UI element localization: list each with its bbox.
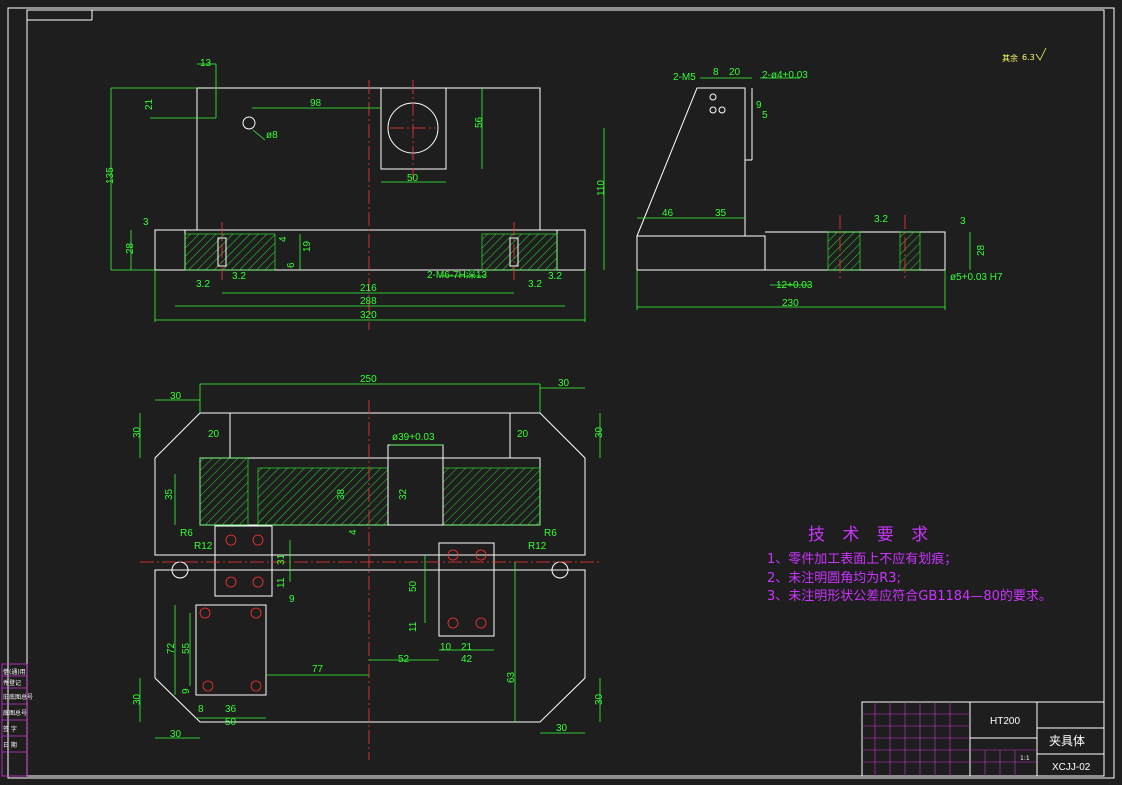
- ra-4: 3.2: [548, 271, 562, 282]
- top-dim-30h: 30: [594, 693, 605, 705]
- tech-item-3: 3、未注明形状公差应符合GB1184—80的要求。: [767, 588, 1052, 604]
- dim-98: 98: [310, 98, 322, 109]
- strip-label-4: 底图总号: [3, 709, 27, 717]
- top-dim-30g: 30: [132, 693, 143, 705]
- dim-4: 4: [278, 236, 289, 242]
- drawing-frame: [7, 7, 1115, 779]
- roughness-value: 6.3: [1022, 53, 1035, 62]
- title-block: HT200 夹具体 XCJJ-02 1:1: [861, 701, 1105, 777]
- top-dim-4: 4: [348, 529, 359, 535]
- top-dim-55: 55: [181, 642, 192, 654]
- top-dim-11b: 11: [408, 621, 419, 632]
- material: HT200: [990, 716, 1020, 727]
- side-dim-5: 5: [762, 110, 768, 121]
- strip-label-2: 件登记: [3, 679, 21, 687]
- ra-2: 3.2: [232, 271, 246, 282]
- top-dim-30b: 30: [558, 378, 570, 389]
- top-dim-30c: 30: [132, 426, 143, 438]
- top-dim-r12b: R12: [528, 541, 547, 552]
- dim-320: 320: [360, 310, 377, 321]
- left-record-strip: 借(通)用 件登记 旧底图总号 底图总号 签 字 日 期: [1, 663, 33, 777]
- top-dim-11: 11: [276, 577, 287, 588]
- side-dim-230: 230: [782, 298, 799, 309]
- top-dim-77: 77: [312, 664, 324, 675]
- dim-thread: 2-M6-7H深13: [427, 269, 487, 281]
- roughness-label: 其余: [1002, 53, 1018, 63]
- top-dim-31: 31: [276, 553, 287, 565]
- dim-135: 135: [105, 167, 116, 184]
- side-dim-20: 20: [729, 67, 741, 78]
- dim-288: 288: [360, 296, 377, 307]
- top-dim-50: 50: [408, 580, 419, 592]
- side-dim-3: 3: [960, 216, 966, 227]
- top-dim-36: 36: [225, 704, 237, 715]
- strip-label-3: 旧底图总号: [3, 693, 33, 701]
- top-dim-35: 35: [164, 488, 175, 500]
- dim-13: 13: [200, 58, 212, 69]
- top-view: 250 30 30 30 30 20 20 ø39+0.03 35 38 32 …: [132, 374, 605, 760]
- top-dim-30f: 30: [556, 723, 568, 734]
- tech-item-2: 2、未注明圆角均为R3;: [767, 571, 901, 586]
- strip-label-6: 日 期: [3, 741, 17, 749]
- part-name: 夹具体: [1049, 734, 1085, 748]
- side-dim-m5: 2-M5: [673, 72, 696, 83]
- side-dim-28: 28: [976, 244, 987, 256]
- top-dim-72: 72: [166, 642, 177, 654]
- side-dim-pin: 2-ø4+0.03: [762, 70, 808, 81]
- dim-6: 6: [286, 262, 297, 268]
- roughness-note: 其余 6.3: [1002, 47, 1047, 63]
- drawing-number: XCJJ-02: [1052, 762, 1091, 773]
- side-dim-3-2: 3.2: [874, 214, 888, 225]
- top-dim-42: 42: [461, 654, 473, 665]
- front-view: 13 21 98 56 50 ø8 135 110 3 28 19 6 4 21…: [105, 58, 607, 330]
- top-dim-8: 8: [198, 704, 204, 715]
- top-dim-30a: 30: [170, 391, 182, 402]
- dim-21: 21: [144, 98, 155, 110]
- strip-label-1: 借(通)用: [3, 668, 26, 676]
- tech-item-1: 1、零件加工表面上不应有划痕；: [767, 551, 957, 567]
- side-view: 2-M5 8 20 2-ø4+0.03 9 5 46 35 3.2 3 28 1…: [636, 67, 1003, 310]
- dim-110: 110: [596, 180, 607, 196]
- top-dim-bore: ø39+0.03: [392, 432, 435, 443]
- side-dim-35: 35: [715, 208, 727, 219]
- dim-28: 28: [125, 242, 136, 254]
- top-dim-20a: 20: [208, 429, 220, 440]
- top-dim-r12a: R12: [194, 541, 213, 552]
- top-dim-20b: 20: [517, 429, 529, 440]
- dim-3: 3: [143, 217, 149, 228]
- top-dim-32: 32: [398, 488, 409, 500]
- dim-56: 56: [474, 116, 485, 128]
- side-dim-h7: ø5+0.03 H7: [950, 272, 1003, 283]
- side-dim-12: 12+0.03: [776, 280, 813, 291]
- side-dim-46: 46: [662, 208, 674, 219]
- tech-title: 技 术 要 求: [808, 525, 934, 545]
- top-dim-50b: 50: [225, 717, 237, 728]
- strip-label-5: 签 字: [3, 725, 17, 733]
- dim-50: 50: [407, 173, 419, 184]
- ra-1: 3.2: [196, 279, 210, 290]
- top-dim-9b: 9: [181, 688, 192, 694]
- top-dim-63: 63: [506, 671, 517, 683]
- top-dim-30d: 30: [594, 426, 605, 438]
- top-dim-52: 52: [398, 654, 410, 665]
- ra-3: 3.2: [528, 279, 542, 290]
- top-dim-9: 9: [289, 594, 295, 605]
- scale: 1:1: [1020, 755, 1030, 762]
- dim-phi8: ø8: [266, 130, 278, 141]
- top-dim-21: 21: [461, 642, 473, 653]
- side-dim-8: 8: [713, 67, 719, 78]
- top-dim-30e: 30: [170, 729, 182, 740]
- top-dim-r6b: R6: [544, 528, 557, 539]
- technical-requirements: 技 术 要 求 1、零件加工表面上不应有划痕； 2、未注明圆角均为R3; 3、未…: [767, 525, 1052, 604]
- side-dim-9: 9: [756, 100, 762, 111]
- top-dim-250: 250: [360, 374, 377, 385]
- dim-216: 216: [360, 283, 377, 294]
- top-dim-10: 10: [440, 642, 452, 653]
- top-dim-r6a: R6: [180, 528, 193, 539]
- top-dim-38: 38: [336, 488, 347, 500]
- dim-19: 19: [302, 240, 313, 252]
